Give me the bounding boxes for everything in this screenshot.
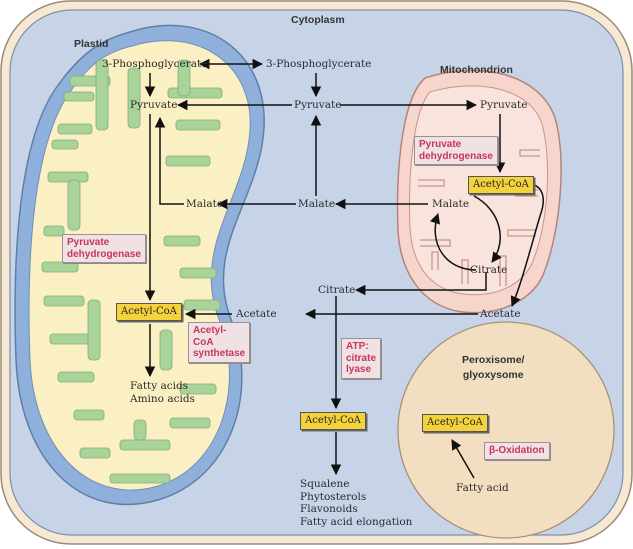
peroxisome xyxy=(397,321,615,539)
enzyme-acetyl-coa-synthetase: Acetyl- CoA synthetase xyxy=(188,322,251,363)
metabolite-citrate-cytoplasm: Citrate xyxy=(318,284,356,296)
enzyme-pyruvate-dehydrogenase-plastid: Pyruvate dehydrogenase xyxy=(62,234,146,263)
acetyl-coa-plastid: Acetyl-CoA xyxy=(116,303,182,321)
label-cytoplasm: Cytoplasm xyxy=(291,14,345,26)
acetyl-coa-cytoplasm: Acetyl-CoA xyxy=(300,412,366,430)
enzyme-atp-citrate-lyase: ATP: citrate lyase xyxy=(341,338,382,379)
metabolite-acetate-cytoplasm: Acetate xyxy=(236,308,277,320)
products-cytoplasm: Squalene Phytosterols Flavonoids Fatty a… xyxy=(300,478,413,528)
thylakoids xyxy=(41,59,223,484)
acetyl-coa-peroxisome: Acetyl-CoA xyxy=(422,414,488,432)
acetyl-coa-mitochondrion: Acetyl-CoA xyxy=(468,176,534,194)
metabolite-3pga-plastid: 3-Phosphoglycerate xyxy=(102,58,208,70)
pathway-arrows xyxy=(144,58,545,479)
label-plastid: Plastid xyxy=(74,38,109,50)
metabolite-malate-mitochondrion: Malate xyxy=(432,198,470,210)
metabolite-pyruvate-plastid: Pyruvate xyxy=(130,99,178,111)
label-mitochondrion: Mitochondrion xyxy=(440,64,513,76)
label-peroxisome: Peroxisome/ glyoxysome xyxy=(462,354,525,381)
products-fatty-amino-acids: Fatty acids Amino acids xyxy=(130,380,195,405)
metabolite-pyruvate-cytoplasm: Pyruvate xyxy=(294,99,342,111)
metabolite-malate-cytoplasm: Malate xyxy=(298,198,336,210)
metabolite-acetate-mitochondrion: Acetate xyxy=(480,308,521,320)
metabolite-malate-plastid: Malate xyxy=(186,198,224,210)
metabolite-3pga-cytoplasm: 3-Phosphoglycerate xyxy=(266,58,372,70)
enzyme-beta-oxidation: β-Oxidation xyxy=(484,442,550,460)
metabolite-pyruvate-mitochondrion: Pyruvate xyxy=(480,99,528,111)
enzyme-pyruvate-dehydrogenase-mito: Pyruvate dehydrogenase xyxy=(414,136,498,165)
metabolite-fatty-acid-peroxisome: Fatty acid xyxy=(456,482,509,494)
metabolite-citrate-mitochondrion: Citrate xyxy=(470,264,508,276)
